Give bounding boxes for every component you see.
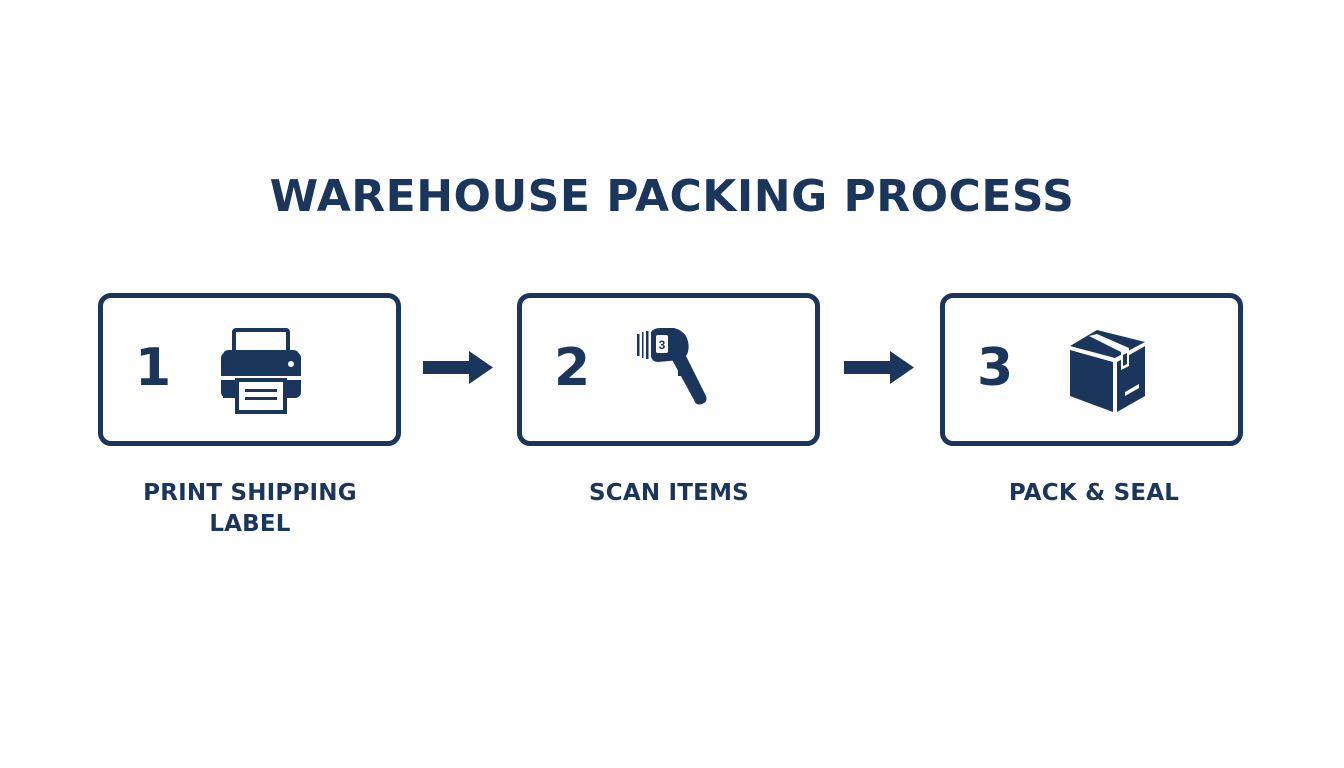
step-2-number: 2 [554,338,591,398]
arrow-right-icon [423,351,493,384]
step-1-box: 1 [98,293,401,446]
box-icon [1069,330,1146,414]
step-1-label: PRINT SHIPPING LABEL [143,480,357,537]
step-3-number: 3 [977,338,1014,398]
arrow-right-icon [844,351,914,384]
step-3-label: PACK & SEAL [1008,480,1180,506]
diagram-title: WAREHOUSE PACKING PROCESS [269,171,1075,222]
step-2-box: 2 3 [517,293,820,446]
step-1-number: 1 [135,338,172,398]
step-3-box: 3 [940,293,1243,446]
step-2-label: SCAN ITEMS [589,480,749,506]
barcode-scanner-icon: 3 [637,328,707,405]
printer-icon [221,328,301,414]
svg-text:3: 3 [659,338,666,352]
